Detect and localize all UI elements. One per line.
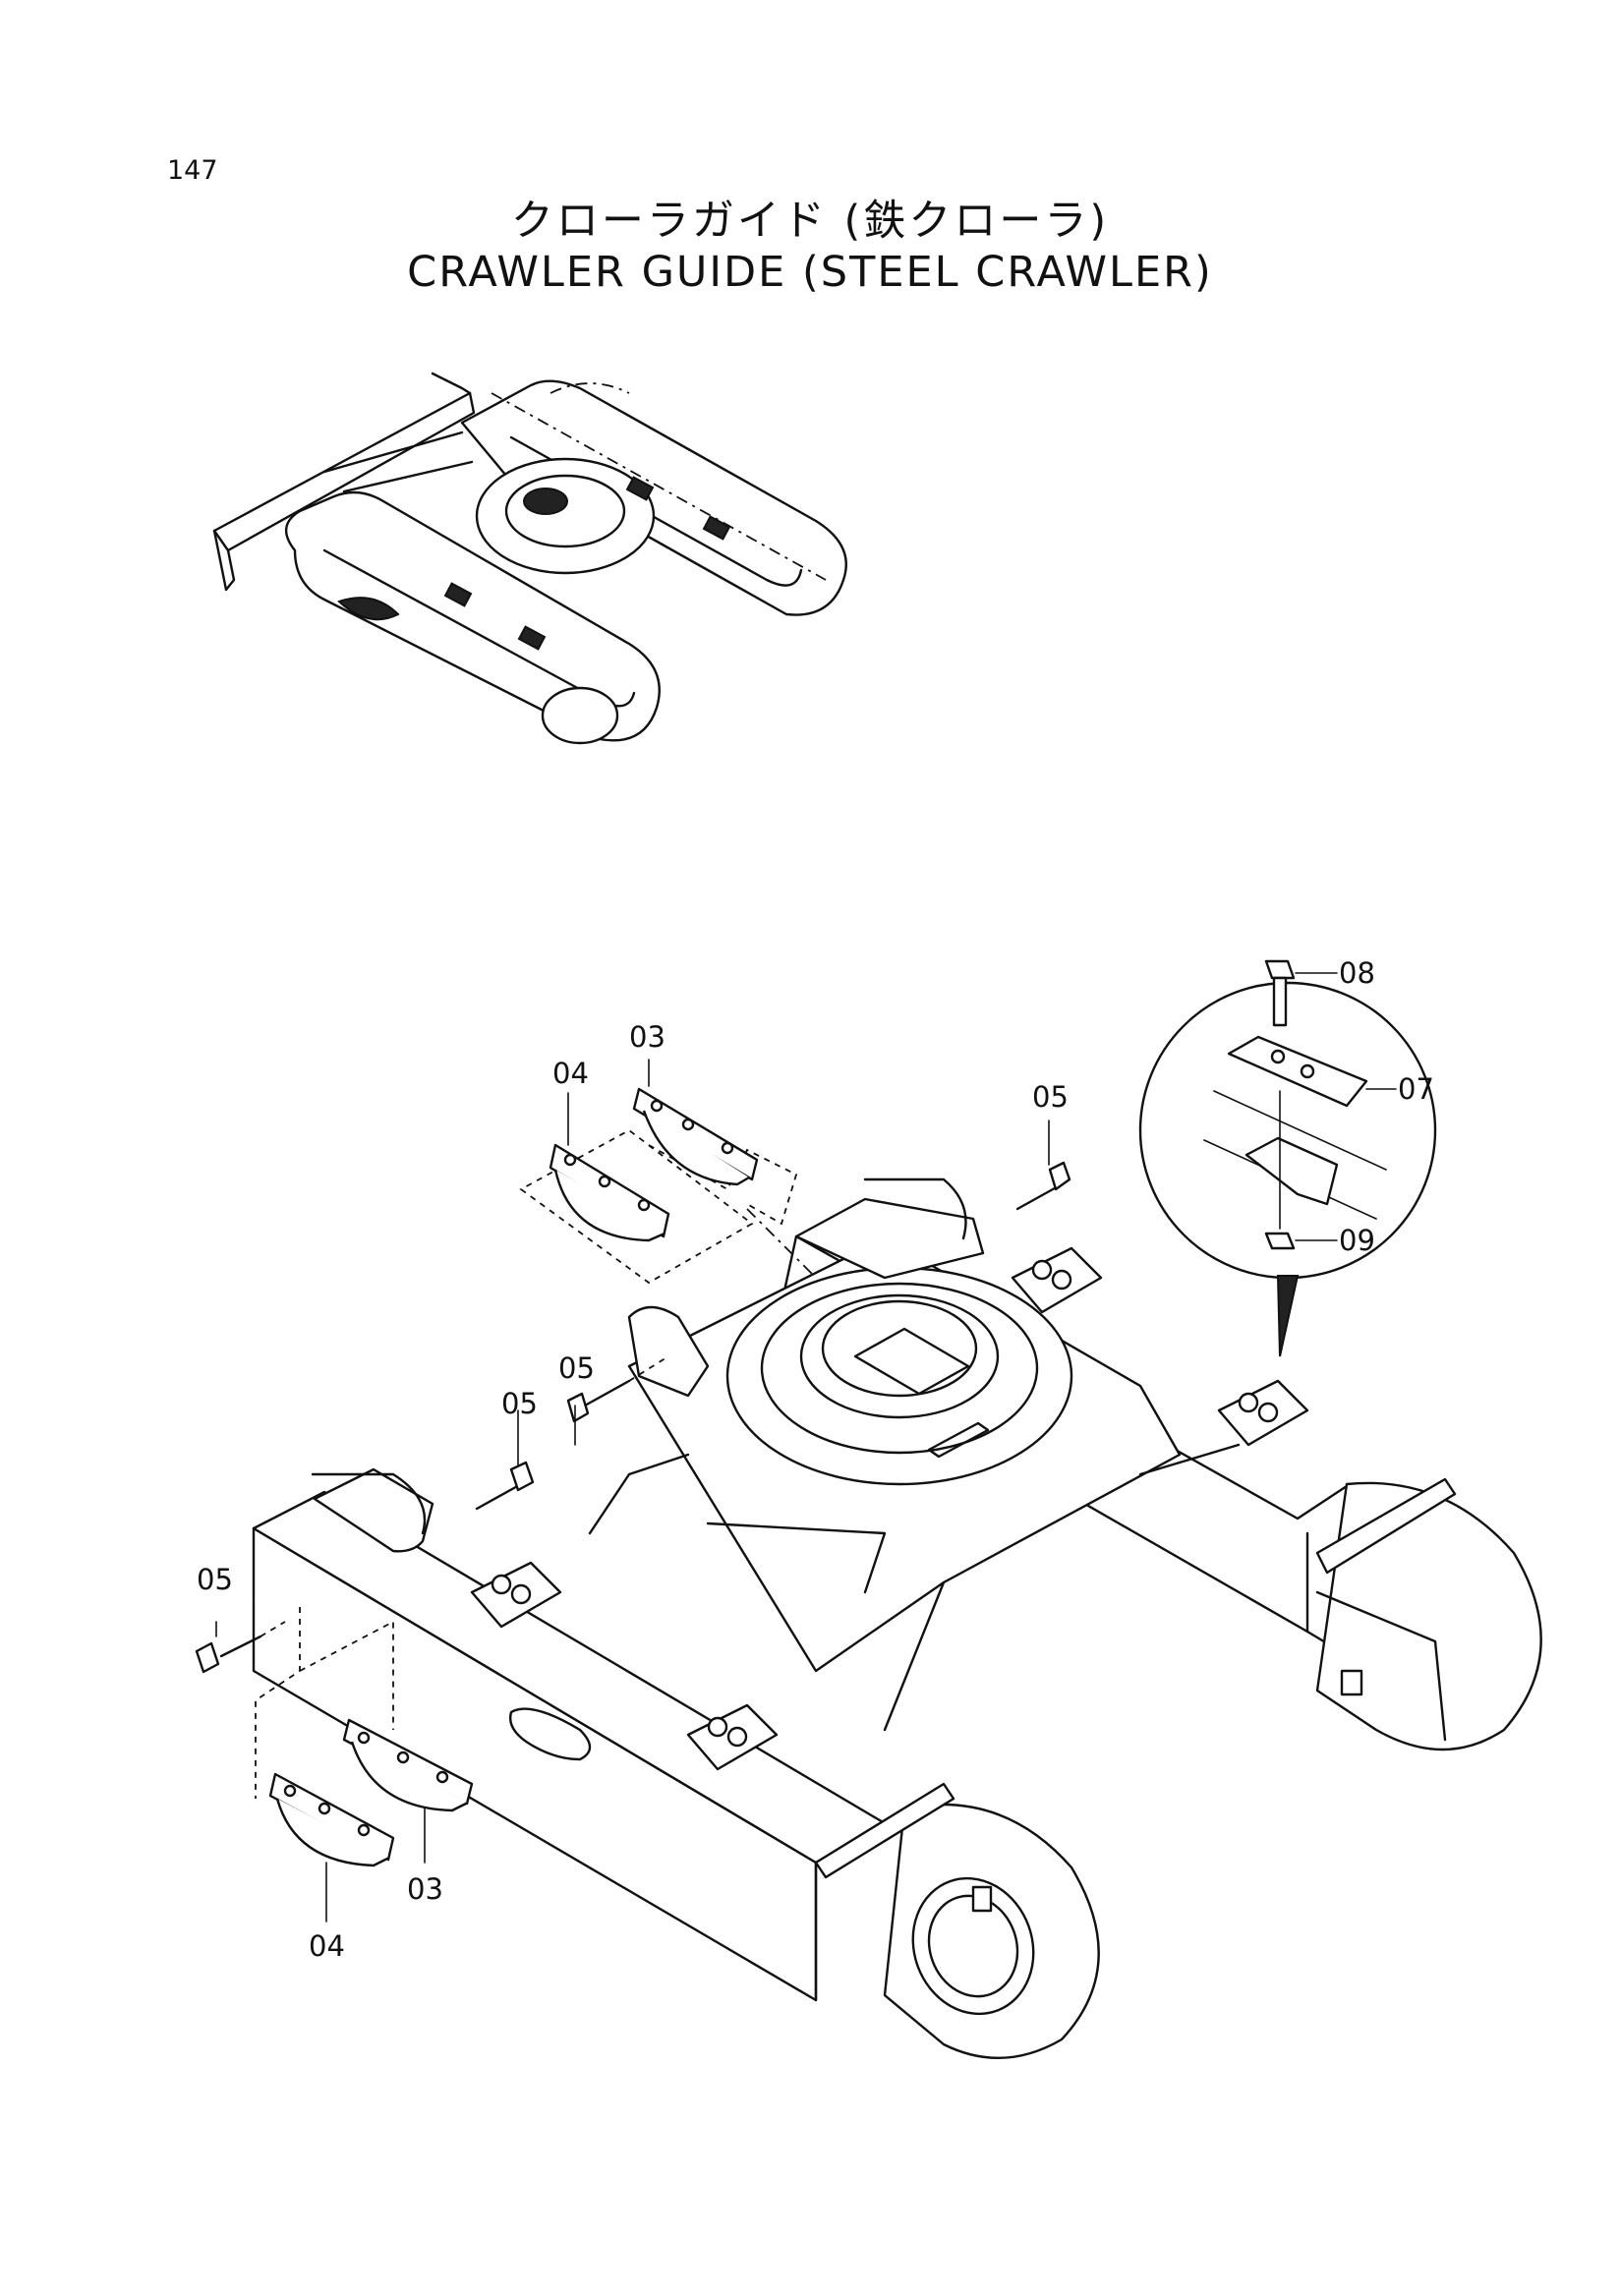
callout-05-left-upper: 05: [501, 1387, 538, 1420]
title-japanese: クローラガイド (鉄クローラ): [510, 197, 1110, 246]
bolts-05: [195, 1161, 1071, 1674]
callout-03-bottom: 03: [407, 1872, 443, 1906]
callout-05-left: 05: [197, 1563, 233, 1596]
lower-guide-plates: [255, 1607, 474, 1867]
main-frame-drawing: [252, 1177, 1542, 2059]
roller-bracket-4: [686, 1703, 779, 1771]
callout-04-top: 04: [552, 1057, 589, 1090]
callout-05-mid: 05: [558, 1351, 595, 1385]
bolt-mid: [566, 1379, 631, 1423]
roller-bracket-2: [1217, 1379, 1309, 1447]
callout-08: 08: [1339, 956, 1375, 990]
callout-04-bottom: 04: [309, 1929, 345, 1963]
callout-03-top: 03: [629, 1020, 665, 1054]
title-english: CRAWLER GUIDE (STEEL CRAWLER): [407, 248, 1213, 297]
roller-bracket-3: [470, 1561, 562, 1629]
page-number: 147: [167, 155, 218, 186]
bolt-left-upper: [475, 1461, 535, 1511]
callout-07: 07: [1398, 1072, 1434, 1106]
leader-lines: [215, 972, 1397, 1923]
detail-inset: [1138, 959, 1437, 1357]
callout-05-right: 05: [1032, 1080, 1069, 1114]
overview-crawler-drawing: [212, 372, 847, 745]
bolt-right: [1015, 1161, 1071, 1211]
upper-guide-plates: [519, 1087, 817, 1285]
roller-bracket-1: [1011, 1246, 1103, 1314]
callout-09: 09: [1339, 1224, 1375, 1257]
bolt-left: [195, 1635, 262, 1674]
